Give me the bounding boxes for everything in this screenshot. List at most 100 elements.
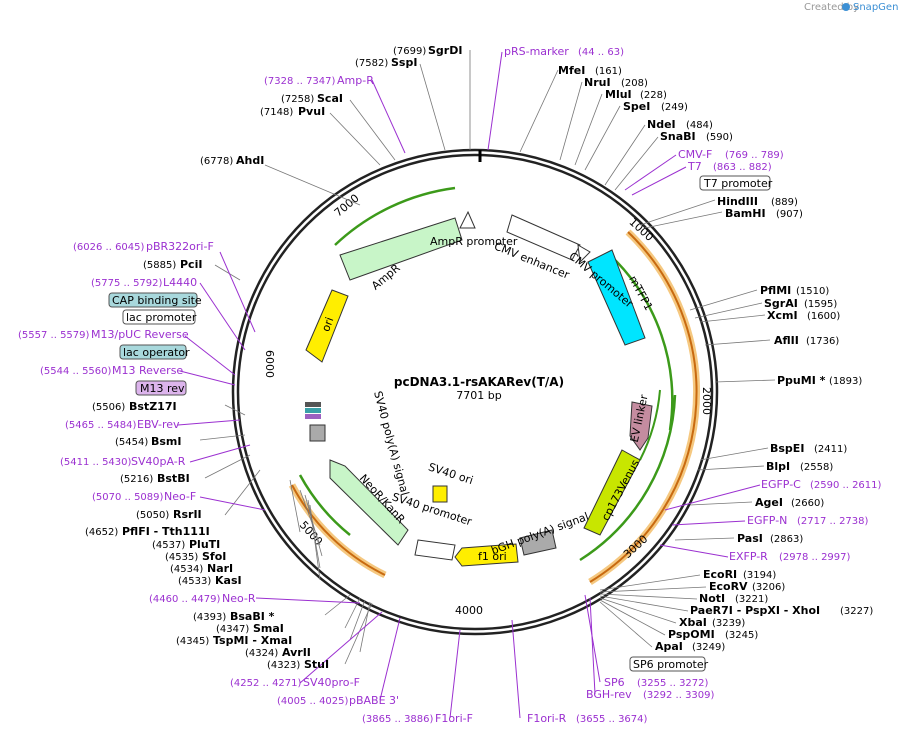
sv40-polya-feature	[309, 424, 326, 442]
primer-leader-line	[299, 611, 383, 684]
primer-pos-amp-r: (7328 .. 7347)	[264, 76, 336, 87]
site-leader-line	[309, 504, 321, 581]
green-arc-mtfp	[609, 254, 674, 431]
site-name-ecorv: EcoRV	[709, 580, 748, 593]
site-leader-line	[559, 81, 583, 161]
site-name-stui: StuI	[304, 658, 329, 671]
lac-feature-3	[305, 414, 321, 419]
site-name-bamhi: BamHI	[725, 207, 766, 220]
site-pos-pflmi: (1510)	[796, 286, 829, 297]
site-pos-mlui: (228)	[640, 90, 667, 101]
site-leader-line	[199, 434, 246, 441]
site-name-spei: SpeI	[623, 100, 650, 113]
primer-leader-line	[219, 251, 256, 333]
site-leader-line	[639, 199, 716, 226]
primer-pos-prs-marker: (44 .. 63)	[578, 47, 624, 58]
site-pos-pcii: (5885)	[143, 260, 176, 271]
primer-name-l4440: L4440	[163, 276, 197, 289]
site-leader-line	[329, 112, 381, 166]
site-leader-line	[289, 479, 301, 533]
site-name-nrui: NruI	[584, 76, 611, 89]
site-name-noti: NotI	[699, 592, 725, 605]
primer-name-t7: T7	[687, 160, 702, 173]
site-name-paer7i: PaeR7I - PspXI - XhoI	[690, 604, 820, 617]
site-leader-line	[349, 599, 366, 641]
tick-6000: 6000	[263, 350, 276, 378]
tick-2000: 2000	[700, 387, 713, 415]
site-name-pspomi: PspOMI	[668, 628, 715, 641]
site-pos-pvui: (7148)	[260, 107, 293, 118]
primer-name-prs-marker: pRS-marker	[504, 45, 569, 58]
ori-feature	[305, 289, 349, 363]
primer-pos-f1ori-f: (3865 .. 3886)	[362, 714, 434, 725]
site-leader-line	[674, 537, 735, 541]
primer-leader-line	[379, 617, 401, 701]
site-pos-scai: (7258)	[281, 94, 314, 105]
site-pos-sgrdi: (7699)	[393, 46, 426, 57]
site-name-sgrai: SgrAI	[764, 297, 798, 310]
primer-leader-line	[631, 166, 687, 196]
primer-leader-line	[371, 79, 406, 154]
primer-leader-line	[487, 51, 503, 151]
t7-promoter-label: T7 promoter	[703, 177, 773, 190]
site-leader-line	[264, 164, 361, 206]
plasmid-name: pcDNA3.1-rsAKARev(T/A)	[394, 375, 564, 389]
primer-pos-cmv-f: (769 .. 789)	[725, 150, 784, 161]
primer-name-cmv-f: CMV-F	[678, 148, 712, 161]
site-leader-line	[689, 289, 758, 311]
site-leader-line	[204, 454, 251, 479]
site-name-tspmi: TspMI - XmaI	[213, 634, 292, 647]
site-pos-mfei: (161)	[595, 66, 622, 77]
sp6-promoter-box	[629, 656, 706, 672]
site-name-bstbi: BstBI	[157, 472, 190, 485]
feature-label-ori: ori	[319, 315, 336, 333]
primer-name-f1ori-r: F1ori-R	[527, 712, 567, 725]
primer-pos-bgh-rev: (3292 .. 3309)	[643, 690, 715, 701]
site-name-bspei: BspEI	[770, 442, 804, 455]
site-name-hindiii: HindIII	[717, 195, 758, 208]
site-leader-line	[304, 494, 323, 557]
site-pos-rsrii: (5050)	[136, 510, 169, 521]
boxed-labels: CAP binding site lac promoter lac operat…	[108, 175, 773, 672]
site-pos-sspi: (7582)	[355, 58, 388, 69]
site-name-bsabi: BsaBI *	[230, 610, 275, 623]
primer-name-amp-r: Amp-R	[337, 74, 374, 87]
site-name-pcii: PciI	[180, 258, 202, 271]
site-pos-smai: (4347)	[216, 624, 249, 635]
tick-4000: 4000	[455, 604, 483, 617]
primer-leader-line	[177, 419, 241, 426]
site-pos-ecorv: (3206)	[752, 582, 785, 593]
mtfp1-feature	[587, 249, 646, 346]
site-name-agei: AgeI	[755, 496, 783, 509]
site-pos-bamhi: (907)	[776, 209, 803, 220]
site-pos-sfoi: (4535)	[165, 552, 198, 563]
site-name-mfei: MfeI	[558, 64, 585, 77]
cmv-promoter-feature	[577, 244, 591, 264]
primer-leader-lines	[177, 51, 761, 719]
primer-name-egfp-c: EGFP-C	[761, 478, 801, 491]
primer-name-egfp-n: EGFP-N	[747, 514, 787, 527]
primer-pos-neo-r: (4460 .. 4479)	[149, 594, 221, 605]
primer-pos-l4440: (5775 .. 5792)	[91, 278, 163, 289]
site-leader-line	[519, 69, 559, 153]
feature-label-sv40-polya: SV40 poly(A) signal	[371, 390, 411, 497]
cp173venus-feature	[583, 449, 641, 536]
feature-label-sv40-ori: SV40 ori	[427, 460, 475, 487]
site-name-aflii: AflII	[774, 334, 799, 347]
site-pos-ndei: (484)	[686, 120, 713, 131]
site-name-kasi: KasI	[215, 574, 242, 587]
site-name-sgrdi: SgrDI	[428, 44, 462, 57]
feature-label-sv40-promoter: SV40 promoter	[390, 490, 473, 528]
site-leader-line	[599, 574, 701, 591]
site-pos-bstbi: (5216)	[120, 474, 153, 485]
lac-feature-2	[305, 408, 321, 413]
backbone-outer	[231, 148, 719, 636]
site-leader-line	[714, 379, 776, 383]
primer-leader-line	[184, 335, 236, 376]
feature-label-ampr-promoter: AmpR promoter	[430, 235, 518, 248]
m13-rev-box	[135, 380, 187, 396]
primer-pos-m13-reverse: (5544 .. 5560)	[40, 366, 112, 377]
ev-linker-feature	[629, 401, 653, 451]
sp6-promoter-label: SP6 promoter	[633, 658, 709, 671]
